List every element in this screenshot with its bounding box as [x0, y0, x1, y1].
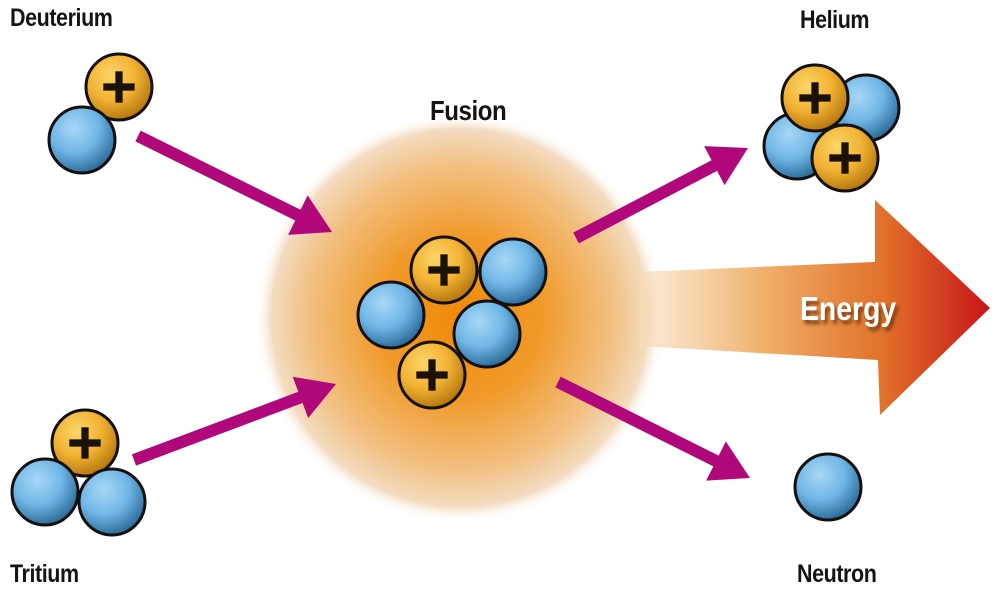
arrow-helium-out — [573, 146, 748, 244]
neutron — [47, 105, 117, 175]
neutron — [452, 299, 522, 369]
proton — [84, 52, 154, 122]
arrow-shape — [573, 146, 748, 244]
plus-icon — [799, 82, 831, 114]
tritium-label: Tritium — [10, 560, 79, 588]
fusion-title: Fusion — [430, 95, 507, 126]
arrow-neutron-out — [555, 376, 750, 481]
arrow-tritium-in — [131, 376, 336, 466]
helium-label: Helium — [800, 6, 870, 34]
neutron — [77, 467, 147, 537]
plus-icon — [428, 254, 460, 286]
arrow-deuterium-in — [135, 130, 332, 235]
proton — [397, 340, 467, 410]
proton — [810, 123, 880, 193]
arrow-shape — [131, 376, 336, 466]
neutron — [793, 452, 863, 522]
energy-arrow — [640, 200, 990, 415]
plus-icon — [829, 142, 861, 174]
arrow-shape — [555, 376, 750, 481]
proton — [50, 408, 120, 478]
plus-icon — [103, 71, 135, 103]
proton — [409, 235, 479, 305]
neutron-label: Neutron — [797, 560, 877, 588]
plus-icon — [69, 427, 101, 459]
arrow-shape — [135, 130, 332, 235]
neutron — [356, 280, 426, 350]
proton — [780, 63, 850, 133]
neutron — [10, 457, 80, 527]
energy-label: Energy — [800, 290, 897, 327]
deuterium-label: Deuterium — [10, 4, 113, 32]
plus-icon — [416, 359, 448, 391]
neutron — [478, 237, 548, 307]
